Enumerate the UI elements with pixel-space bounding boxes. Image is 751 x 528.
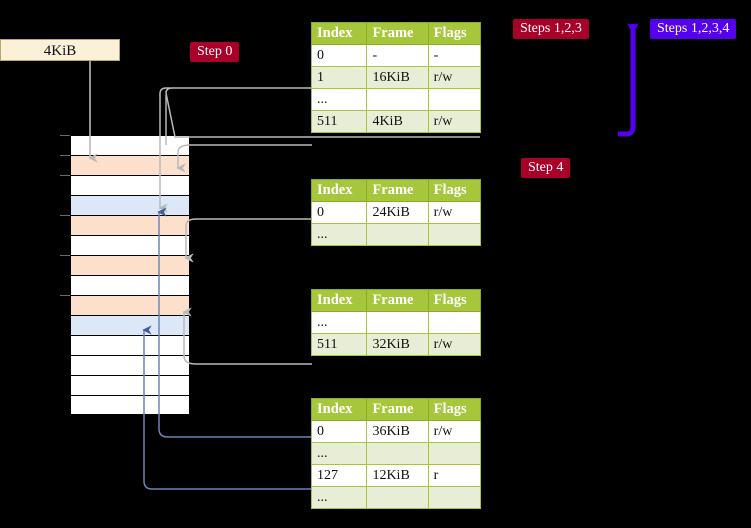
table-cell: 24KiB — [366, 201, 429, 224]
table-cell: 127 — [310, 464, 368, 487]
table-cell: 511 — [310, 333, 368, 356]
table-header-index: Index — [310, 289, 368, 312]
memory-frame-row — [70, 155, 190, 175]
table-cell: 1 — [310, 66, 368, 89]
memory-frame-row — [70, 255, 190, 275]
size-box-4kib: 4KiB — [0, 39, 120, 61]
table-cell: r/w — [427, 201, 482, 224]
table-cell: - — [366, 44, 429, 67]
table-cell — [427, 88, 482, 111]
table-cell — [427, 442, 482, 465]
memory-frame-row — [70, 315, 190, 335]
table-header-index: Index — [310, 22, 368, 45]
table-header-frame: Frame — [366, 179, 429, 202]
table-cell — [366, 88, 429, 111]
table-row: ... — [310, 486, 482, 509]
table-row: ... — [310, 311, 482, 334]
table-cell: ... — [310, 311, 368, 334]
memory-frame-row — [70, 215, 190, 235]
table-header-flags: Flags — [427, 22, 482, 45]
table-cell: 36KiB — [366, 420, 429, 443]
table-cell — [366, 486, 429, 509]
memory-frame-row — [70, 335, 190, 355]
table-cell: ... — [310, 486, 368, 509]
table-header-index: Index — [310, 179, 368, 202]
table-cell: r/w — [427, 66, 482, 89]
memory-tick-mark — [60, 255, 70, 256]
badge-step-4: Step 4 — [521, 158, 571, 178]
memory-frame-row — [70, 195, 190, 215]
table-cell: 0 — [310, 420, 368, 443]
memory-frame-row — [70, 175, 190, 195]
table-row: ... — [310, 442, 482, 465]
table-header-flags: Flags — [427, 289, 482, 312]
memory-column — [60, 135, 190, 415]
memory-tick-mark — [60, 175, 70, 176]
table-cell: 0 — [310, 201, 368, 224]
memory-frame-row — [70, 375, 190, 395]
table-cell — [427, 486, 482, 509]
table-row: 0-- — [310, 44, 482, 67]
table-cell: ... — [310, 88, 368, 111]
table-header-index: Index — [310, 398, 368, 421]
table-row: ... — [310, 223, 482, 246]
memory-tick-mark — [60, 135, 70, 136]
memory-frame-row — [70, 235, 190, 255]
table-cell: ... — [310, 442, 368, 465]
badge-step-0: Step 0 — [190, 42, 240, 62]
table-header-flags: Flags — [427, 398, 482, 421]
memory-tick-mark — [60, 295, 70, 296]
memory-tick-mark — [60, 215, 70, 216]
badge-steps-1234: Steps 1,2,3,4 — [650, 19, 737, 39]
table-cell: 32KiB — [366, 333, 429, 356]
table-cell — [427, 311, 482, 334]
table-cell: 16KiB — [366, 66, 429, 89]
table-cell: 12KiB — [366, 464, 429, 487]
table-header-frame: Frame — [366, 398, 429, 421]
table-cell — [366, 442, 429, 465]
table-header-frame: Frame — [366, 289, 429, 312]
table-cell — [366, 311, 429, 334]
table-cell: - — [427, 44, 482, 67]
table-cell — [427, 223, 482, 246]
table-cell: r/w — [427, 110, 482, 133]
table-cell: r — [427, 464, 482, 487]
table-header-flags: Flags — [427, 179, 482, 202]
table-cell: 0 — [310, 44, 368, 67]
memory-tick-mark — [60, 155, 70, 156]
table-cell — [366, 223, 429, 246]
table-cell: r/w — [427, 333, 482, 356]
table-header-frame: Frame — [366, 22, 429, 45]
table-cell: 4KiB — [366, 110, 429, 133]
badge-steps-123: Steps 1,2,3 — [513, 19, 589, 39]
memory-frame-row — [70, 355, 190, 375]
table-row: ... — [310, 88, 482, 111]
table-cell: 511 — [310, 110, 368, 133]
table-cell: ... — [310, 223, 368, 246]
memory-frame-row — [70, 135, 190, 155]
memory-frame-row — [70, 295, 190, 315]
memory-frame-row — [70, 395, 190, 415]
memory-frame-row — [70, 275, 190, 295]
table-cell: r/w — [427, 420, 482, 443]
